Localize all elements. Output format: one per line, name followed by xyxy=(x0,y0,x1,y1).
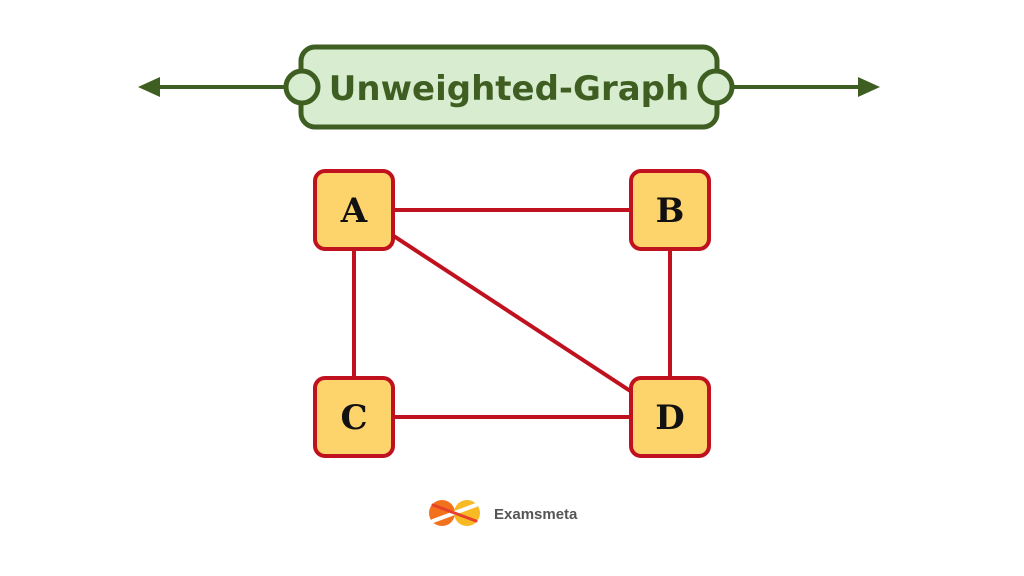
node-d: D xyxy=(629,376,711,458)
edge-a-d xyxy=(352,208,672,419)
brand-name: Examsmeta xyxy=(494,506,578,523)
right-connector-circle xyxy=(697,68,735,106)
node-a-box xyxy=(313,169,395,251)
node-b: B xyxy=(629,169,711,251)
node-a: A xyxy=(313,169,395,251)
infinity-logo-icon xyxy=(429,500,480,526)
brand-watermark: Examsmeta xyxy=(429,500,578,526)
node-d-box xyxy=(629,376,711,458)
right-arrowhead-icon xyxy=(858,77,880,97)
node-b-label: B xyxy=(656,191,685,231)
node-c-box xyxy=(313,376,395,458)
node-b-box xyxy=(629,169,711,251)
title-banner: Unweighted-Graph xyxy=(138,44,880,130)
left-arrowhead-icon xyxy=(138,77,160,97)
node-c: C xyxy=(313,376,395,458)
node-a-label: A xyxy=(340,191,368,231)
node-c-label: C xyxy=(340,398,367,438)
left-connector-circle xyxy=(283,68,321,106)
page-title: Unweighted-Graph xyxy=(329,69,689,109)
node-d-label: D xyxy=(655,398,684,438)
graph-edges xyxy=(352,208,672,419)
graph-nodes: A B C D xyxy=(313,169,711,458)
